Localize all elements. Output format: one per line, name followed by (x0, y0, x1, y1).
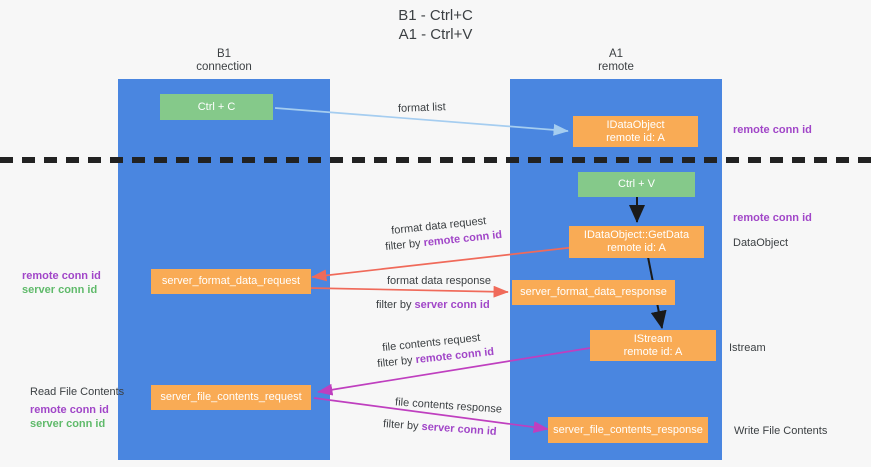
node-idataobject-getdata[interactable]: IDataObject::GetData remote id: A (569, 226, 704, 258)
node-server-file-contents-response-label: server_file_contents_response (553, 423, 703, 436)
phase-divider (0, 157, 871, 163)
node-ctrl-c-label: Ctrl + C (197, 100, 236, 113)
node-idataobject-top-line2: remote id: A (606, 131, 665, 144)
side-label-write-file-contents: Write File Contents (734, 425, 828, 437)
node-ctrl-v[interactable]: Ctrl + V (578, 172, 695, 197)
filter-prefix-1: filter by (384, 237, 425, 254)
node-server-file-contents-request[interactable]: server_file_contents_request (151, 385, 311, 410)
node-istream-line2: remote id: A (623, 345, 683, 358)
node-server-format-data-response[interactable]: server_format_data_response (512, 280, 675, 305)
side-label-dataobject: DataObject (733, 237, 789, 249)
filter-key-server-conn-id-2: server conn id (421, 420, 497, 438)
page-title: B1 - Ctrl+C A1 - Ctrl+V (0, 6, 871, 44)
side-label-left-remote-conn-id: remote conn id (22, 270, 101, 282)
filter-prefix-4: filter by (382, 418, 422, 433)
node-server-file-contents-response[interactable]: server_file_contents_response (548, 417, 708, 443)
node-server-format-data-request[interactable]: server_format_data_request (151, 269, 311, 294)
filter-prefix-3: filter by (376, 354, 417, 371)
side-label-istream: Istream (729, 342, 766, 354)
side-label-remote-conn-id-mid: remote conn id (733, 212, 812, 224)
title-line-2: A1 - Ctrl+V (398, 26, 473, 43)
node-getdata-line1: IDataObject::GetData (583, 229, 690, 241)
node-server-format-data-request-label: server_format_data_request (161, 275, 301, 287)
node-getdata-line2: remote id: A (607, 242, 666, 254)
arrow-format-data-response (309, 285, 509, 298)
edge-label-format-list: format list (397, 101, 446, 115)
side-label-left-remote-conn-id-2: remote conn id (30, 404, 109, 416)
filter-key-server-conn-id-1: server conn id (414, 299, 490, 311)
lane-header-a1: A1 remote (510, 48, 722, 74)
filter-prefix-2: filter by (376, 299, 415, 311)
node-idataobject-top-line1: IDataObject (606, 118, 665, 131)
lane-header-b1-title: B1 (216, 48, 232, 60)
title-line-1: B1 - Ctrl+C (398, 7, 473, 24)
node-idataobject-top[interactable]: IDataObject remote id: A (573, 116, 698, 147)
side-label-left-server-conn-id-2: server conn id (30, 418, 106, 430)
node-ctrl-v-label: Ctrl + V (618, 178, 655, 190)
lane-header-a1-title: A1 (608, 48, 624, 60)
side-label-read-file-contents: Read File Contents (30, 386, 125, 398)
lane-header-b1: B1 connection (118, 48, 330, 74)
node-server-format-data-response-label: server_format_data_response (520, 286, 667, 298)
node-istream-line1: IStream (633, 332, 673, 345)
edge-label-file-contents-response-filter: filter by server conn id (383, 417, 497, 439)
edge-label-format-data-response: format data response (387, 275, 491, 287)
node-server-file-contents-request-label: server_file_contents_request (160, 391, 302, 403)
node-ctrl-c[interactable]: Ctrl + C (160, 94, 273, 120)
lane-header-b1-subtitle: connection (196, 61, 252, 73)
lane-header-a1-subtitle: remote (598, 61, 634, 73)
side-label-left-server-conn-id: server conn id (22, 284, 98, 296)
node-istream[interactable]: IStream remote id: A (590, 330, 716, 361)
edge-label-file-contents-response: file contents response (394, 396, 503, 416)
side-label-remote-conn-id-top: remote conn id (733, 124, 812, 136)
edge-label-format-data-response-filter: filter by server conn id (376, 298, 490, 312)
